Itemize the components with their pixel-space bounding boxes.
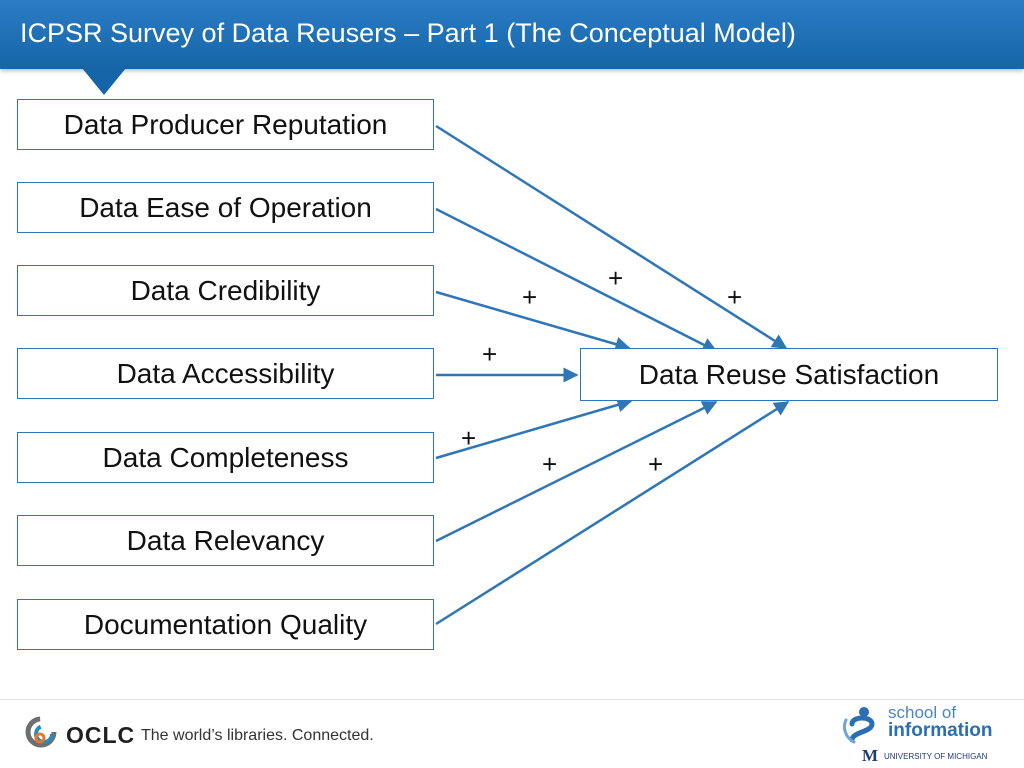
plus-sign-documentation-quality: + bbox=[648, 449, 664, 479]
university-name: UNIVERSITY OF MICHIGAN bbox=[884, 752, 988, 761]
plus-sign-relevancy: + bbox=[542, 449, 558, 479]
outcome-box: Data Reuse Satisfaction bbox=[580, 348, 998, 401]
factor-box-credibility: Data Credibility bbox=[17, 265, 434, 316]
arrow-relevancy bbox=[435, 400, 718, 543]
arrow-completeness bbox=[435, 397, 633, 460]
title-bar: ICPSR Survey of Data Reusers – Part 1 (T… bbox=[0, 0, 1024, 69]
plus-sign-accessibility: + bbox=[482, 339, 498, 369]
oclc-logo-icon bbox=[25, 716, 57, 748]
plus-sign-completeness: + bbox=[461, 423, 477, 453]
school-of-information-line2: information bbox=[888, 720, 993, 741]
oclc-logo-text: OCLC bbox=[66, 722, 136, 748]
slide-title: ICPSR Survey of Data Reusers – Part 1 (T… bbox=[20, 18, 796, 48]
footer-divider bbox=[0, 699, 1024, 700]
plus-sign-credibility: + bbox=[522, 282, 538, 312]
arrow-producer-reputation bbox=[435, 124, 788, 350]
plus-sign-producer-reputation: + bbox=[727, 282, 743, 312]
university-block-m: M bbox=[862, 746, 879, 765]
factor-box-producer-reputation: Data Producer Reputation bbox=[17, 99, 434, 150]
plus-sign-ease-of-operation: + bbox=[608, 263, 624, 293]
factor-box-ease-of-operation: Data Ease of Operation bbox=[17, 182, 434, 233]
factor-box-completeness: Data Completeness bbox=[17, 432, 434, 483]
school-of-information-logo-icon bbox=[842, 707, 875, 744]
factor-box-documentation-quality: Documentation Quality bbox=[17, 599, 434, 650]
arrow-ease-of-operation bbox=[435, 207, 718, 353]
arrow-documentation-quality bbox=[435, 400, 790, 626]
school-of-information-line1: school of bbox=[888, 703, 957, 722]
title-notch bbox=[82, 68, 126, 95]
oclc-tagline: The world’s libraries. Connected. bbox=[141, 727, 374, 744]
factor-box-relevancy: Data Relevancy bbox=[17, 515, 434, 566]
arrow-credibility bbox=[435, 290, 631, 352]
factor-box-accessibility: Data Accessibility bbox=[17, 348, 434, 399]
